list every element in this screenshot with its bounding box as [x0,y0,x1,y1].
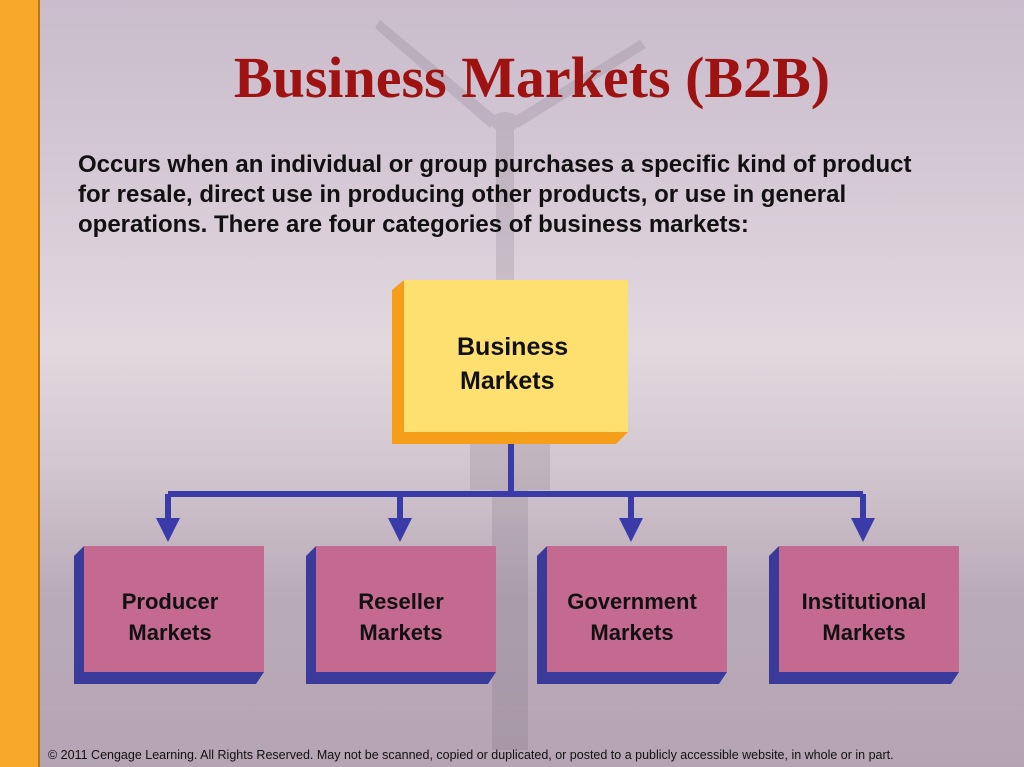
child-label-line2: Markets [590,620,674,645]
child-label-line2: Markets [128,620,212,645]
child-label-line1: Producer [121,589,219,614]
root-node-label-line2: Markets [460,367,555,395]
child-label-line1: Government [567,589,697,614]
slide-body-text: Occurs when an individual or group purch… [78,151,912,238]
child-node-label-producer: Producer Markets [80,586,260,648]
slide-title: Business Markets (B2B) [233,45,831,110]
copyright-footer: © 2011 Cengage Learning. All Rights Rese… [48,748,894,762]
child-node-institutional-markets [769,546,959,684]
child-node-label-reseller: Reseller Markets [311,586,491,648]
root-node-label-line1: Business [457,333,569,361]
root-node-face [404,280,628,432]
child-label-line2: Markets [359,620,443,645]
child-node-producer-markets [74,546,264,684]
child-label-line1: Reseller [358,589,444,614]
child-node-label-institutional: Institutional Markets [774,586,954,648]
child-node-reseller-markets [306,546,496,684]
child-node-government-markets [537,546,727,684]
accent-bar [0,0,40,767]
root-node-label: Business Markets [440,330,600,398]
child-node-label-government: Government Markets [542,586,722,648]
root-node-business-markets [392,280,628,444]
connector-lines [156,444,875,542]
child-label-line1: Institutional [801,589,927,614]
child-label-line2: Markets [822,620,906,645]
